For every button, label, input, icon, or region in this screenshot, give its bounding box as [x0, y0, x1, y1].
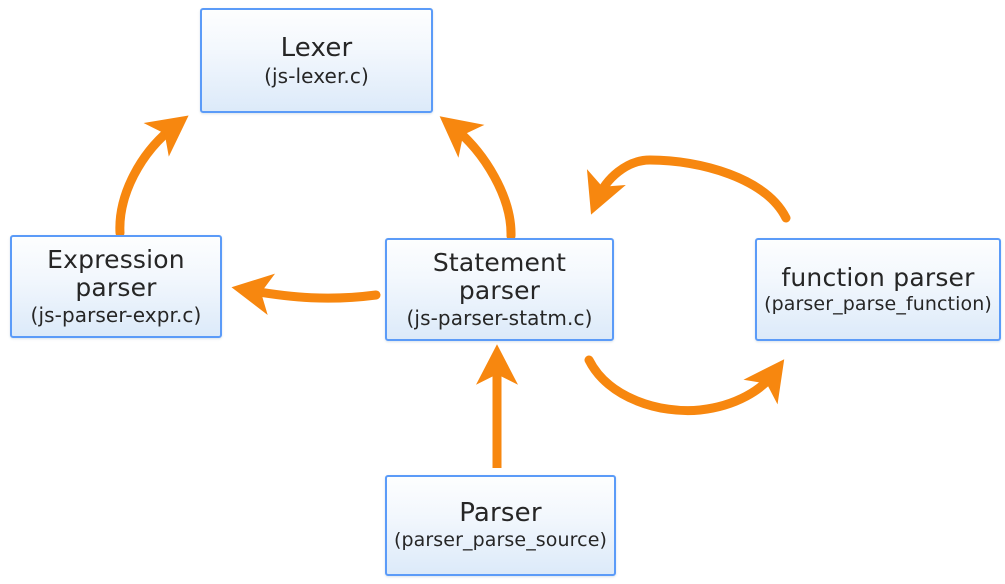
node-function-parser-subtitle: (parser_parse_function) [764, 292, 992, 315]
node-function-parser[interactable]: function parser (parser_parse_function) [755, 238, 1001, 341]
node-parser-title: Parser [459, 498, 542, 529]
node-parser-subtitle: (parser_parse_source) [393, 529, 608, 552]
node-expression-parser-title: Expression parser [47, 245, 185, 303]
edge-expression-to-lexer [115, 115, 189, 238]
edge-statement-to-function [584, 355, 785, 416]
edge-statement-to-expression [231, 273, 381, 316]
node-lexer-subtitle: (js-lexer.c) [264, 63, 369, 88]
node-expression-parser-subtitle: (js-parser-expr.c) [30, 303, 202, 328]
edge-statement-to-lexer [439, 116, 516, 241]
node-statement-parser[interactable]: Statement parser (js-parser-statm.c) [385, 238, 614, 341]
node-parser[interactable]: Parser (parser_parse_source) [385, 475, 616, 576]
node-expression-parser[interactable]: Expression parser (js-parser-expr.c) [10, 235, 222, 338]
node-statement-parser-title: Statement parser [432, 248, 567, 306]
edge-function-to-statement [586, 155, 791, 223]
node-lexer[interactable]: Lexer (js-lexer.c) [200, 8, 433, 113]
node-statement-parser-subtitle: (js-parser-statm.c) [406, 306, 593, 331]
node-lexer-title: Lexer [280, 32, 353, 63]
node-function-parser-title: function parser [781, 262, 975, 292]
